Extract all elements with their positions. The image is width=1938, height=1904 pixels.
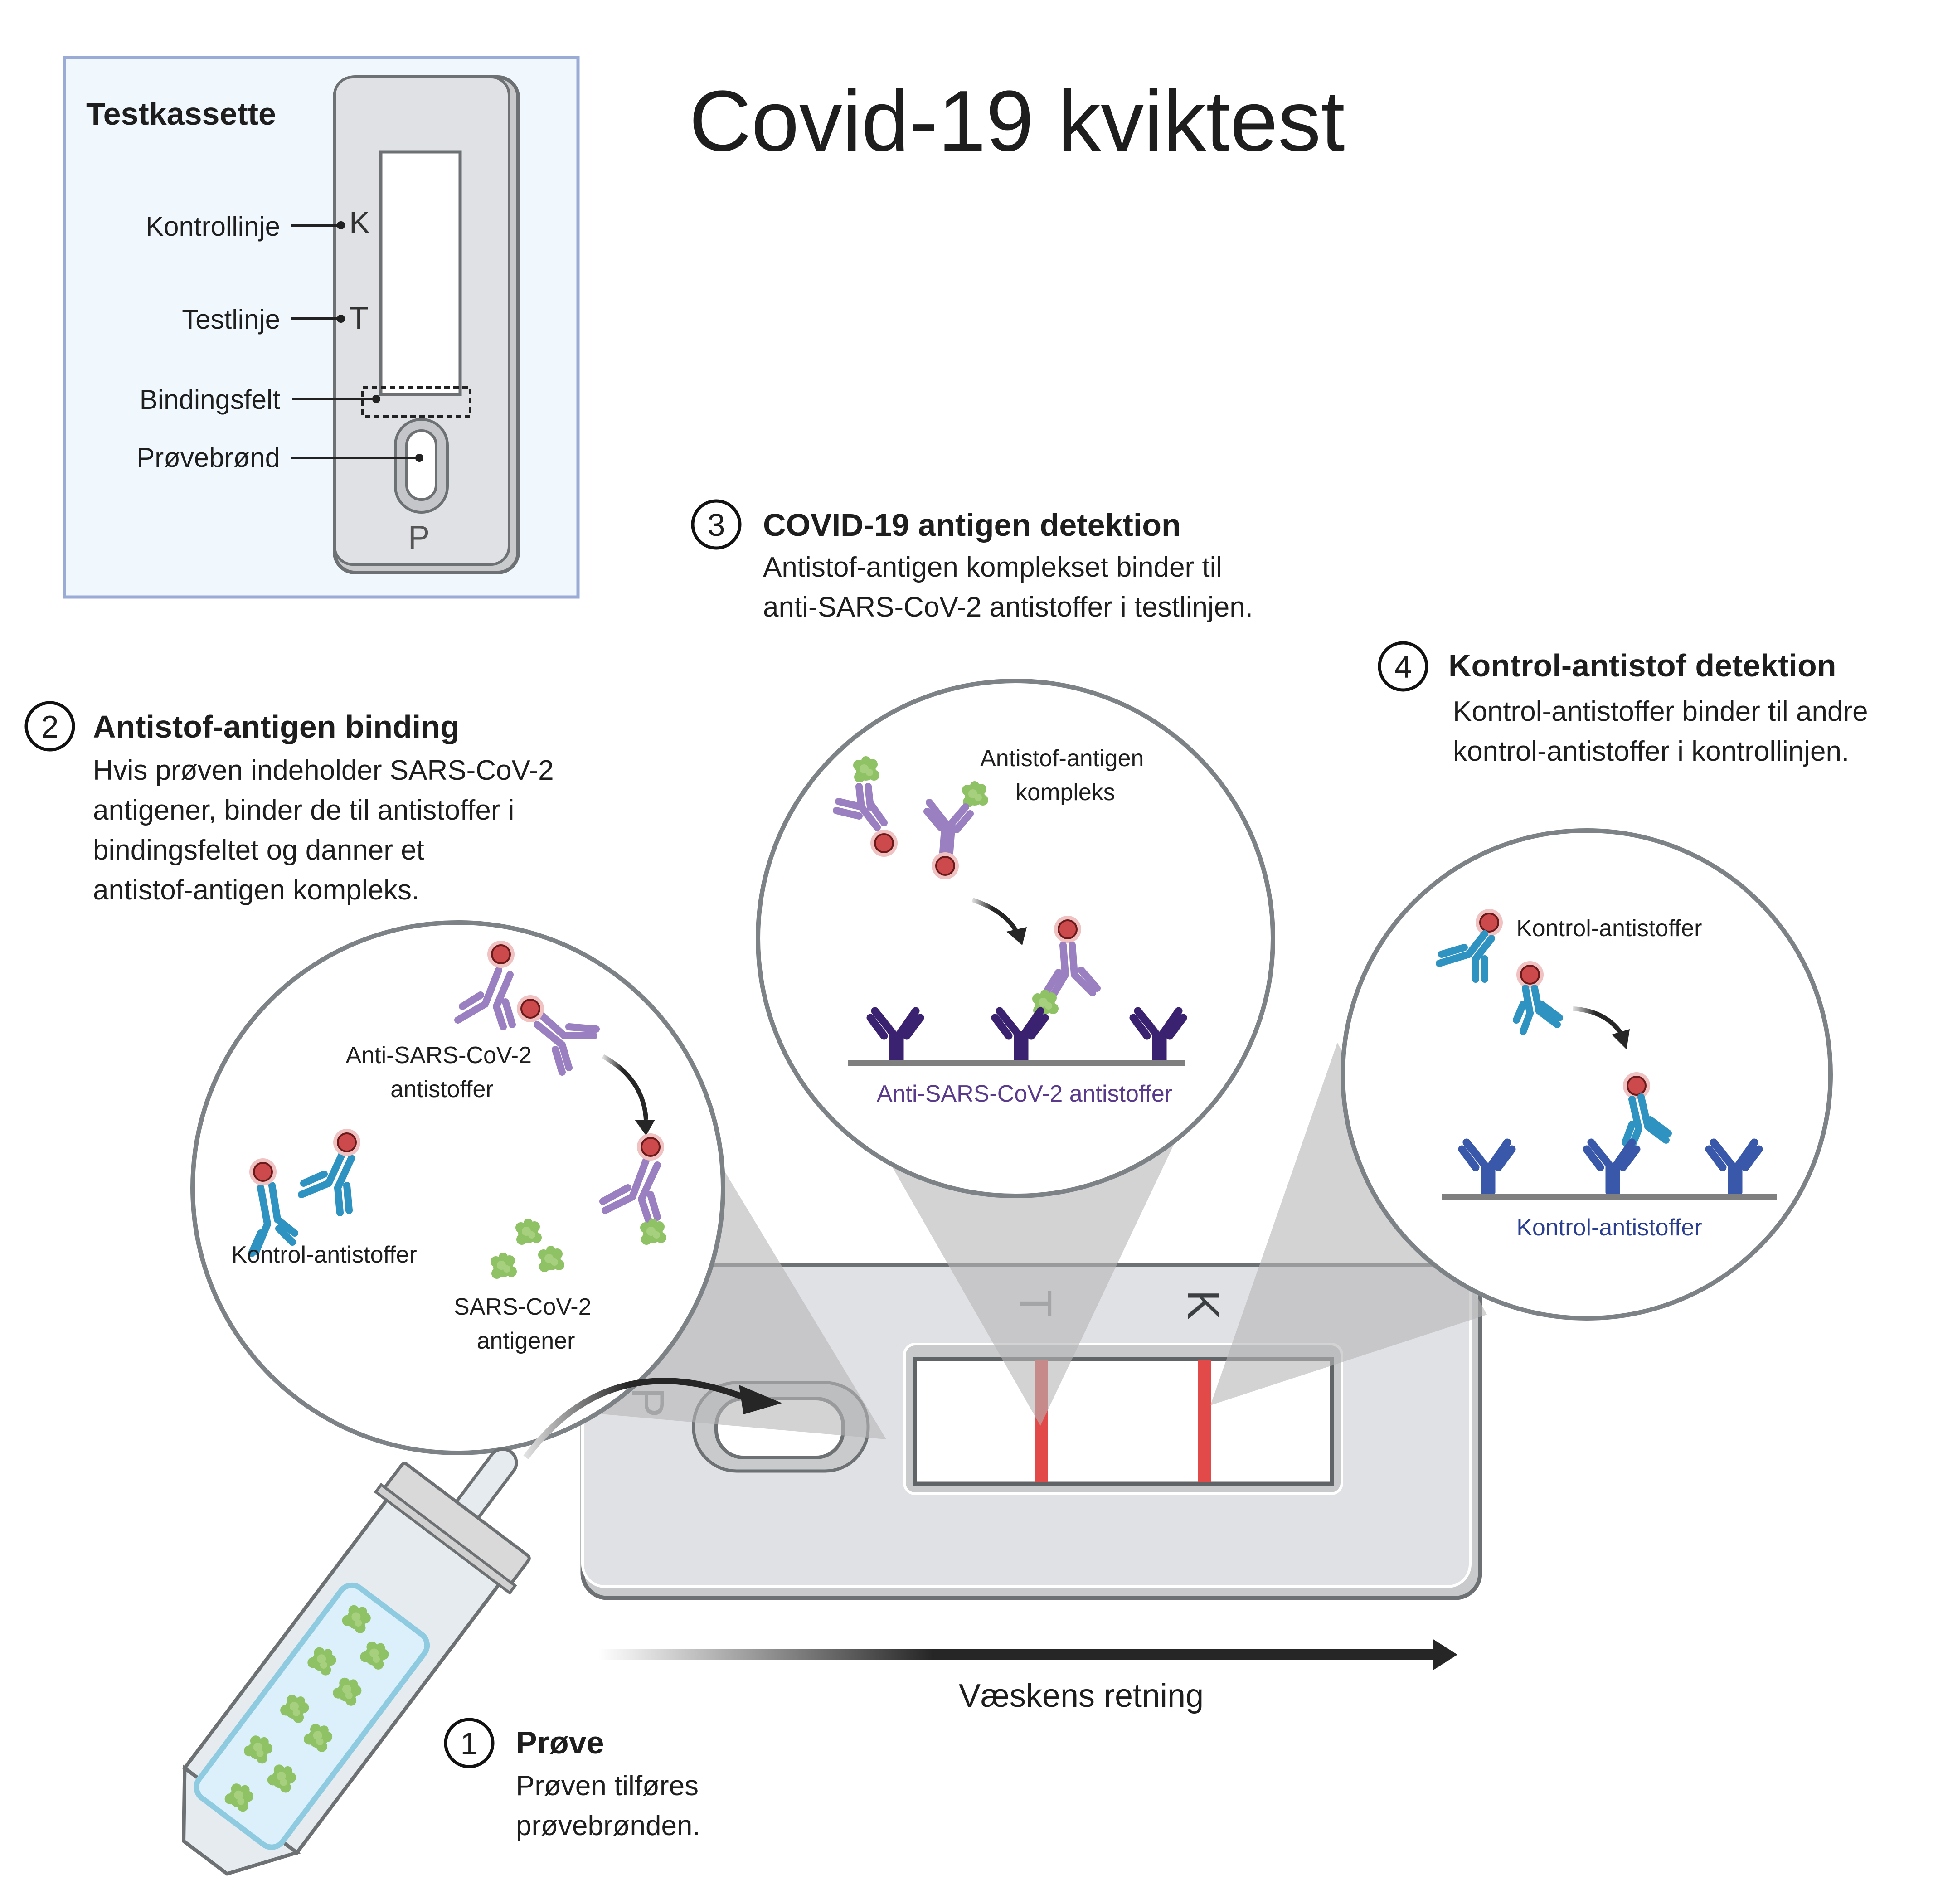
label-test-line: Testlinje <box>182 304 280 335</box>
inset-letter-t: T <box>349 300 369 335</box>
binding-complex <box>1032 915 1101 1016</box>
antibody-antigen-complex <box>833 756 899 858</box>
zoom-circle-test: Antistof-antigen kompleks <box>756 679 1275 1198</box>
sample-tube <box>182 1447 531 1876</box>
capture-antibodies-test <box>848 1007 1187 1066</box>
step-number: 4 <box>1394 649 1412 685</box>
step-4: 4 Kontrol-antistof detektion Kontrol-ant… <box>1378 641 1876 767</box>
step-2: 2 Antistof-antigen binding Hvis prøven i… <box>24 701 562 906</box>
inset-panel: Testkassette K T P Kontrollinje Testlinj… <box>63 56 580 599</box>
cone-control <box>1210 1043 1487 1405</box>
capture-test-label: Anti-SARS-CoV-2 antistoffer <box>877 1081 1172 1107</box>
bound-antibody-antigen <box>599 1132 666 1245</box>
test-arrow <box>971 898 1020 935</box>
step-1: 1 Prøve Prøven tilføres prøvebrønden. <box>444 1718 706 1841</box>
free-control-antibody <box>1513 960 1563 1035</box>
binding-arrow <box>602 1054 648 1120</box>
step-number-badge <box>24 701 75 752</box>
page-title: Covid-19 kviktest <box>689 73 1345 169</box>
step-number-badge <box>444 1718 495 1768</box>
step-body: Antistof-antigen komplekset binder til a… <box>763 552 1253 623</box>
inset-cassette: K T P <box>333 75 520 574</box>
step-body: Hvis prøven indeholder SARS-CoV-2 antige… <box>93 755 562 906</box>
complex-label: Antistof-antigen kompleks <box>980 745 1151 806</box>
cassette-letter-k: K <box>1178 1290 1229 1320</box>
control-antibody <box>248 1157 298 1257</box>
inset-letter-p: P <box>408 520 430 556</box>
control-line <box>1198 1360 1211 1482</box>
step-body: Kontrol-antistoffer binder til andre kon… <box>1453 696 1876 767</box>
step-heading: COVID-19 antigen detektion <box>763 507 1181 543</box>
step-heading: Kontrol-antistof detektion <box>1448 648 1836 683</box>
anti-sars-antibody <box>516 994 600 1076</box>
label-binding-field: Bindingsfelt <box>140 384 281 415</box>
antigen <box>491 1253 517 1279</box>
step-3: 3 COVID-19 antigen detektion Antistof-an… <box>691 499 1253 623</box>
step-number: 2 <box>41 709 59 744</box>
pour-arrow <box>523 1378 754 1460</box>
capture-antibodies-control <box>1442 1138 1777 1200</box>
zoom-circle-control: Kontrol-antistoffer <box>1341 828 1833 1321</box>
antigen <box>538 1246 564 1272</box>
anti-sars-label: Anti-SARS-CoV-2 antistoffer <box>346 1042 539 1103</box>
free-control-label: Kontrol-antistoffer <box>1516 915 1702 942</box>
step-number: 1 <box>461 1726 478 1761</box>
antigen-label: SARS-CoV-2 antigener <box>454 1294 598 1354</box>
zoom-circle-binding: Anti-SARS-CoV-2 antistoffer <box>190 920 725 1455</box>
step-heading: Prøve <box>516 1725 604 1760</box>
flow-label: Væskens retning <box>959 1678 1204 1714</box>
flow-direction-arrow <box>598 1639 1457 1671</box>
anti-sars-antibody <box>454 940 516 1030</box>
inset-callouts: Kontrollinje Testlinje Bindingsfelt Prøv… <box>136 211 423 473</box>
step-number-badge <box>1378 641 1428 692</box>
inset-letter-k: K <box>349 205 370 240</box>
step-number-badge <box>691 499 742 550</box>
binding-field-outline <box>361 386 471 418</box>
step-number: 3 <box>708 507 725 543</box>
free-control-antibody <box>1436 908 1504 983</box>
label-sample-well: Prøvebrønd <box>136 442 280 473</box>
capture-control-label: Kontrol-antistoffer <box>1516 1214 1702 1241</box>
step-body: Prøven tilføres prøvebrønden. <box>516 1770 706 1841</box>
label-control-line: Kontrollinje <box>146 211 280 242</box>
step-heading: Antistof-antigen binding <box>93 709 460 744</box>
control-antibody <box>298 1128 361 1216</box>
control-arrow <box>1573 1006 1625 1037</box>
antibody-antigen-complex <box>923 781 988 880</box>
inset-heading: Testkassette <box>86 96 276 131</box>
control-antibody-label: Kontrol-antistoffer <box>231 1242 417 1268</box>
antigen <box>515 1219 542 1245</box>
